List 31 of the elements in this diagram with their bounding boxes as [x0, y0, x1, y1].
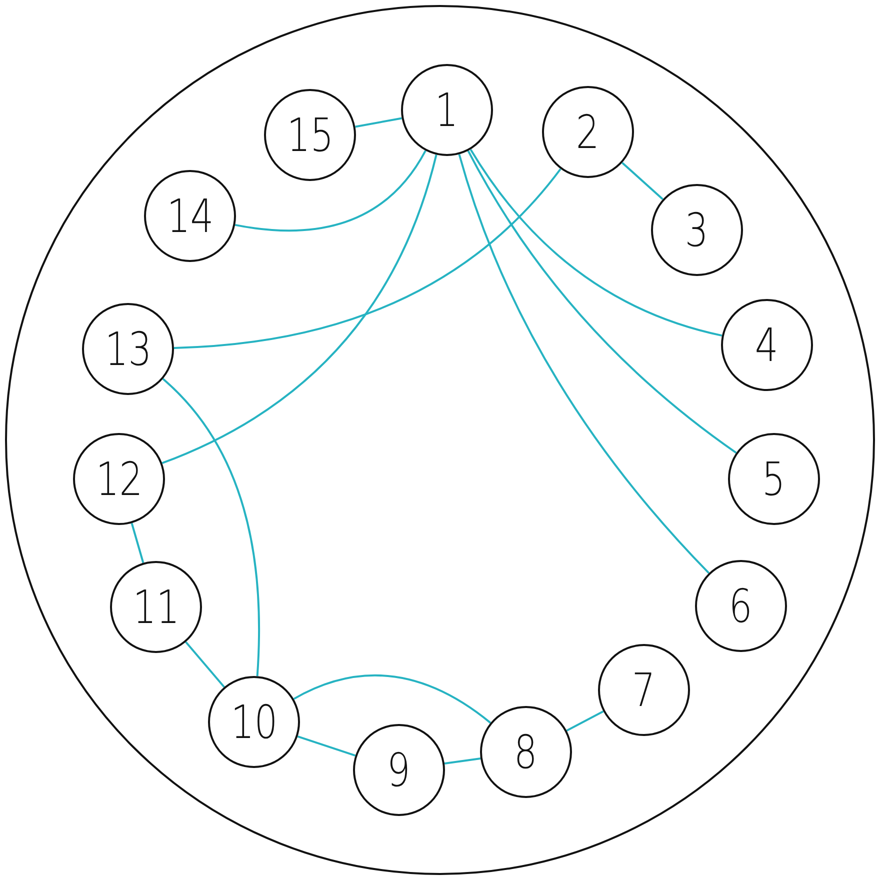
- node-number: 14: [166, 193, 214, 239]
- node-number: 2: [576, 109, 600, 155]
- connector-line: [458, 154, 710, 574]
- connector-line: [622, 162, 664, 200]
- connector-line: [162, 378, 260, 676]
- connector-line: [130, 522, 144, 564]
- node-number: 6: [729, 583, 753, 629]
- node-number: 1: [435, 87, 459, 133]
- node-number: 3: [685, 207, 709, 253]
- connector-line: [293, 674, 492, 724]
- connector-line: [467, 150, 737, 454]
- connector-line: [234, 150, 426, 232]
- connector-line: [470, 148, 722, 337]
- connector-line: [566, 710, 604, 732]
- connector-line: [162, 154, 438, 464]
- node-number: 8: [514, 729, 538, 775]
- node-number: 15: [286, 112, 334, 158]
- connector-line: [444, 757, 481, 765]
- node-number: 5: [762, 456, 786, 502]
- node-number: 11: [132, 584, 180, 630]
- node-number: 9: [387, 747, 411, 793]
- node-number: 12: [96, 456, 142, 502]
- connector-line: [185, 641, 225, 688]
- node-number: 10: [230, 699, 278, 745]
- node-number: 7: [632, 667, 656, 713]
- connector-line: [297, 736, 356, 756]
- outer-circle: [5, 5, 875, 875]
- node-number: 13: [104, 326, 152, 372]
- connector-line: [355, 117, 402, 128]
- connector-line: [174, 168, 562, 349]
- node-number: 4: [755, 322, 779, 368]
